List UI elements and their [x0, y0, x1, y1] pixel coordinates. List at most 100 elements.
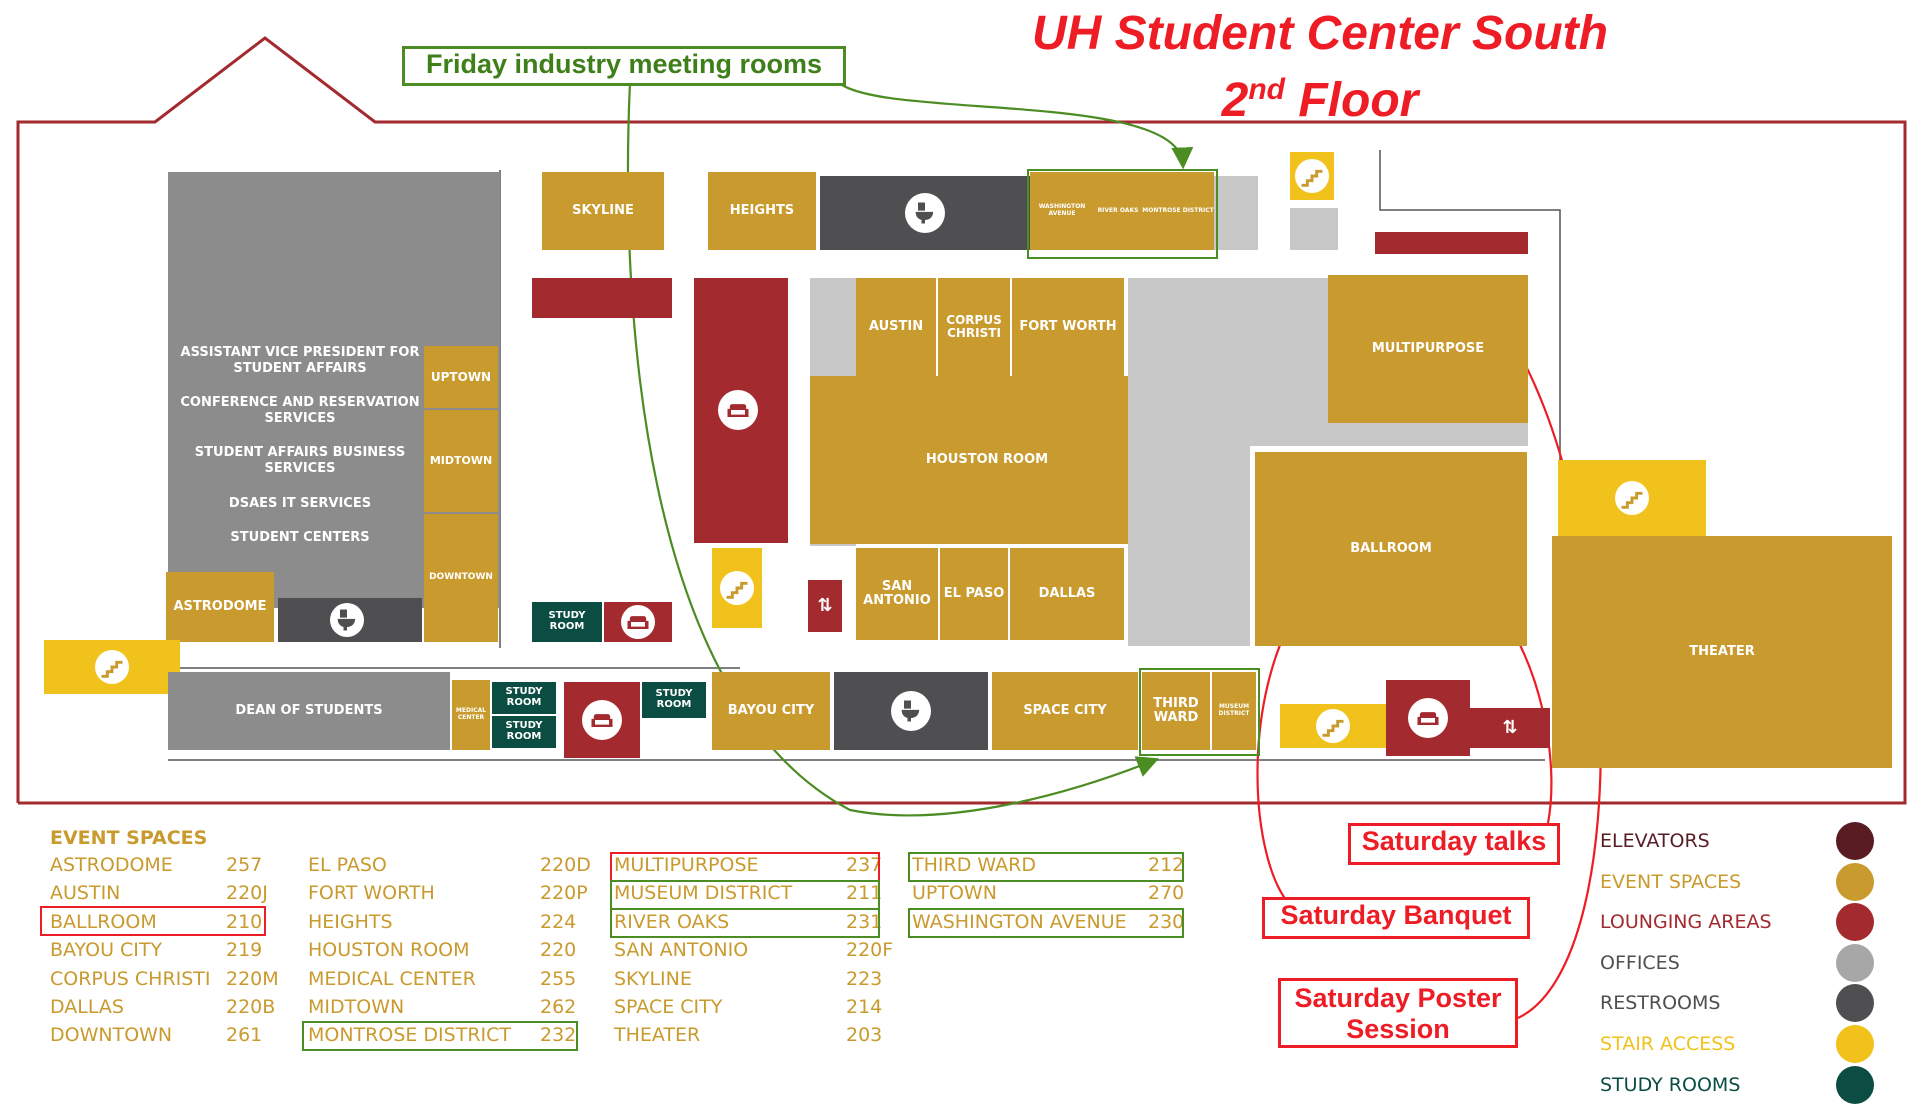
room-multipurpose[interactable]: MULTIPURPOSE: [1328, 275, 1528, 423]
stairs-top: [1290, 152, 1334, 200]
note-saturday-talks: Saturday talks: [1348, 823, 1560, 865]
room-san-antonio[interactable]: SAN ANTONIO: [856, 548, 938, 640]
legend-item-number: 210: [226, 910, 263, 933]
highlight-washington-avenue: [908, 908, 1184, 938]
office-student-centers: STUDENT CENTERS: [230, 530, 370, 546]
room-houston[interactable]: HOUSTON ROOM: [810, 376, 1164, 544]
legend-item-number: 220F: [846, 939, 894, 962]
office-conference: CONFERENCE AND RESERVATION SERVICES: [180, 395, 420, 426]
legend-item-number: 220J: [226, 882, 268, 905]
room-corpus-christi[interactable]: CORPUS CHRISTI: [938, 278, 1010, 376]
legend-item-number: 203: [846, 1024, 883, 1047]
title-line-1: UH Student Center South: [1032, 7, 1608, 60]
elevator-icon: ⇅: [1502, 717, 1518, 739]
study-room-1[interactable]: STUDY ROOM: [532, 602, 602, 642]
legend-item-name: HOUSTON ROOM: [308, 939, 470, 962]
room-third-ward[interactable]: THIRD WARD: [1142, 672, 1210, 750]
legend-item-name: MULTIPURPOSE: [614, 854, 759, 876]
office-list: ASSISTANT VICE PRESIDENT FOR STUDENT AFF…: [175, 345, 425, 565]
legend-item-name: MIDTOWN: [308, 996, 405, 1018]
stairs-icon: [1836, 1025, 1874, 1063]
stairs-center: [712, 548, 762, 628]
legend-item-number: 270: [1148, 882, 1185, 905]
lounge-top-right: [1375, 232, 1528, 254]
room-dallas[interactable]: DALLAS: [1010, 548, 1124, 640]
corridor-grey-center-lower: [1128, 446, 1250, 646]
arrow-sat-banquet: [1256, 601, 1303, 906]
legend-item-name: THIRD WARD: [912, 854, 1036, 876]
note-friday: Friday industry meeting rooms: [402, 46, 846, 86]
room-downtown[interactable]: DOWNTOWN: [424, 514, 498, 642]
room-museum-district[interactable]: MUSEUM DISTRICT: [1212, 672, 1256, 750]
stairs-left: [44, 640, 180, 694]
stairs-right: [1558, 460, 1706, 536]
room-austin[interactable]: AUSTIN: [856, 278, 936, 376]
study-room-2[interactable]: STUDY ROOM: [492, 682, 556, 714]
key-item: RESTROOMS: [1600, 984, 1900, 1024]
legend-item-number: 220M: [226, 967, 279, 990]
arrow-friday-top: [837, 81, 1194, 170]
legend-item-name: MEDICAL CENTER: [308, 967, 476, 990]
room-river-oaks[interactable]: RIVER OAKS: [1094, 172, 1142, 250]
study-swatch: [1836, 1065, 1874, 1104]
title-line-2: 2nd Floor: [1221, 73, 1419, 127]
room-ballroom[interactable]: BALLROOM: [1255, 452, 1527, 646]
legend-item-number: 220D: [540, 854, 591, 876]
key-item: ELEVATORS: [1600, 822, 1900, 862]
key-item: STUDY ROOMS: [1600, 1065, 1900, 1106]
legend-item-name: FORT WORTH: [308, 882, 435, 905]
highlight-river-oaks: [610, 908, 880, 938]
room-midtown[interactable]: MIDTOWN: [424, 410, 498, 512]
legend-item-number: 224: [540, 910, 577, 933]
legend-item-number: 231: [846, 910, 883, 933]
legend-item-number: 211: [846, 882, 883, 905]
room-medical-center[interactable]: MEDICAL CENTER: [452, 680, 490, 750]
highlight-multipurpose: [610, 852, 880, 882]
legend-item-name: DALLAS: [50, 996, 124, 1018]
legend-item-number: 219: [226, 939, 263, 962]
room-skyline[interactable]: SKYLINE: [542, 172, 664, 250]
room-astrodome[interactable]: ASTRODOME: [166, 572, 274, 642]
toilet-icon: [891, 691, 931, 731]
legend-item-name: ASTRODOME: [50, 854, 173, 876]
legend-item-name: CORPUS CHRISTI: [50, 967, 211, 990]
stairs-icon: [1316, 709, 1350, 743]
room-washington-avenue[interactable]: WASHINGTON AVENUE: [1030, 172, 1094, 250]
highlight-ballroom: [40, 906, 266, 936]
stairs-bottom: [1280, 704, 1386, 748]
note-poster-line-2: Session: [1346, 1014, 1450, 1044]
legend-item-name: MUSEUM DISTRICT: [614, 882, 793, 905]
room-heights[interactable]: HEIGHTS: [708, 172, 816, 250]
room-uptown[interactable]: UPTOWN: [424, 346, 498, 408]
building-outline: [16, 36, 1907, 805]
room-el-paso[interactable]: EL PASO: [940, 548, 1008, 640]
legend-item-number: 230: [1148, 910, 1185, 933]
legend-item-number: 220P: [540, 882, 588, 905]
legend-item-number: 255: [540, 967, 577, 990]
legend-item-name: BALLROOM: [50, 910, 157, 933]
room-space-city[interactable]: SPACE CITY: [992, 672, 1138, 750]
office-strip-top-right: [1290, 208, 1338, 250]
toilet-icon: [1836, 984, 1874, 1023]
legend-item-number: 261: [226, 1024, 263, 1047]
room-fort-worth[interactable]: FORT WORTH: [1012, 278, 1124, 376]
friday-rooms-highlight-top: [1027, 169, 1218, 259]
sofa-icon: [621, 605, 655, 639]
study-room-3[interactable]: STUDY ROOM: [492, 716, 556, 748]
friday-rooms-highlight-bottom: [1139, 668, 1260, 756]
room-bayou-city[interactable]: BAYOU CITY: [712, 672, 830, 750]
room-montrose-district[interactable]: MONTROSE DISTRICT: [1142, 172, 1214, 250]
corridor-walls: [168, 150, 1561, 761]
sofa-icon: [582, 700, 622, 740]
key-label: OFFICES: [1600, 951, 1680, 974]
room-theater[interactable]: THEATER: [1552, 536, 1892, 768]
sofa-icon: [1408, 698, 1448, 738]
legend-item-name: HEIGHTS: [308, 910, 393, 933]
legend-item-name: DOWNTOWN: [50, 1024, 173, 1047]
note-poster-line-1: Saturday Poster: [1294, 983, 1502, 1013]
study-room-4[interactable]: STUDY ROOM: [642, 682, 706, 718]
key-label: EVENT SPACES: [1600, 870, 1742, 893]
legend-item-number: 214: [846, 996, 883, 1018]
